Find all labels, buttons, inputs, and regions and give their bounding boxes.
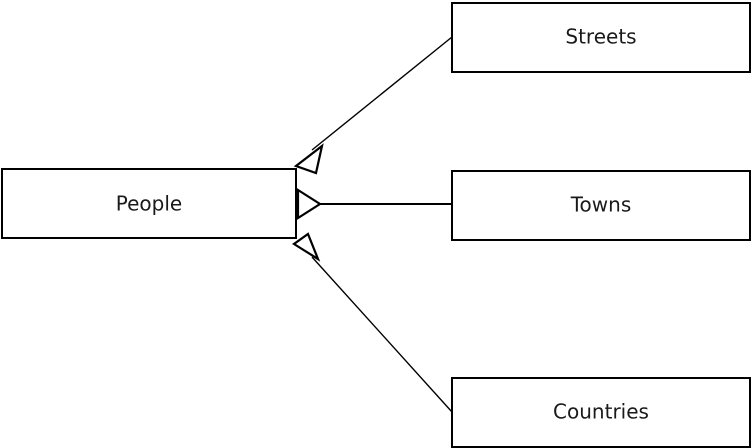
entity-towns[interactable]: Towns xyxy=(451,170,751,241)
connector-people-countries[interactable] xyxy=(311,256,453,413)
entity-label-towns: Towns xyxy=(570,193,632,217)
connector-people-streets[interactable] xyxy=(311,36,453,151)
entity-box-countries[interactable] xyxy=(451,377,751,448)
entity-box-streets[interactable] xyxy=(451,2,751,73)
entity-box-towns[interactable] xyxy=(451,170,751,241)
entity-people[interactable]: People xyxy=(1,168,297,239)
hollow-triangle-arrowhead-streets-icon xyxy=(293,143,324,175)
entity-label-countries: Countries xyxy=(553,400,649,424)
entity-box-people[interactable] xyxy=(1,168,297,239)
entity-label-people: People xyxy=(116,192,182,216)
hollow-triangle-arrowhead-towns-icon xyxy=(296,187,323,221)
relationship-arrowheads xyxy=(292,143,324,262)
entity-label-streets: Streets xyxy=(565,25,636,49)
entity-countries[interactable]: Countries xyxy=(451,377,751,448)
relationship-connectors xyxy=(311,36,453,413)
hollow-triangle-arrowhead-countries-icon xyxy=(292,232,321,262)
entity-streets[interactable]: Streets xyxy=(451,2,751,73)
